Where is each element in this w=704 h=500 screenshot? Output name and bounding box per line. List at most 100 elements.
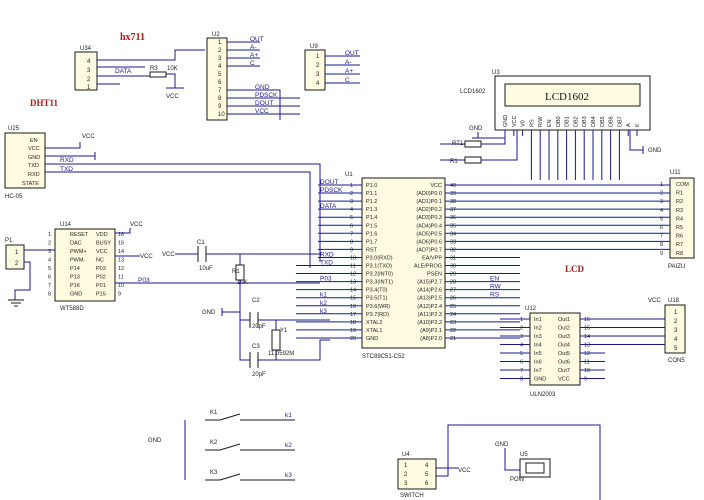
- wt588d-pin-number: 12: [118, 266, 124, 272]
- svg-text:ULN2003: ULN2003: [530, 392, 556, 398]
- con5-pin-number: 3: [674, 328, 678, 334]
- uln2003-pin-number: 16: [584, 317, 590, 323]
- uln2003-pin-label: In4: [534, 343, 542, 349]
- wt588d-pin-number: 7: [48, 283, 51, 289]
- mcu-pin-number: 3: [350, 199, 353, 205]
- con5-pin-number: 5: [674, 346, 678, 352]
- wt588d-pin-number: 5: [48, 266, 51, 272]
- svg-text:WT588D: WT588D: [60, 306, 84, 312]
- svg-text:VCC: VCC: [140, 254, 153, 260]
- svg-text:VCC: VCC: [82, 134, 95, 140]
- uln2003-pin-number: 5: [520, 351, 523, 357]
- paizu-pin-number: 3: [660, 199, 663, 205]
- wt588d-pin-label: P01: [96, 283, 106, 289]
- u2-pin-number: 6: [218, 80, 222, 86]
- p1-connector: P1 1 2: [5, 238, 55, 307]
- mcu-pin-label: P3.2(INT0): [366, 272, 393, 278]
- svg-text:5: 5: [425, 472, 429, 478]
- mcu-pin-label: P1.6: [366, 231, 377, 237]
- mcu-pin-number: 31: [450, 255, 456, 261]
- svg-text:RXD: RXD: [60, 157, 74, 164]
- svg-text:U3: U3: [492, 70, 500, 76]
- mcu-pin-label: EA/VPP: [422, 255, 442, 261]
- paizu-pin-number: 7: [660, 234, 663, 240]
- uln2003-pin-label: Out7: [558, 368, 570, 374]
- mcu-pin-label: XTAL2: [366, 320, 382, 326]
- wt588d-pin-number: 4: [48, 258, 51, 264]
- uln2003-pin-label: Out5: [558, 351, 570, 357]
- uln2003-pin-number: 9: [584, 377, 587, 383]
- svg-text:A+: A+: [345, 68, 353, 75]
- mcu-pin-label: P3.1(TXD): [366, 264, 392, 270]
- mcu-pin-number: 15: [350, 296, 356, 302]
- wt588d-pin-label: GND: [70, 292, 82, 298]
- key-ref-label: K2: [210, 440, 218, 446]
- u2-pin-number: 9: [218, 104, 222, 110]
- wt588d-pin-label: BUSY: [96, 241, 111, 247]
- svg-text:3: 3: [316, 72, 320, 78]
- svg-text:U9: U9: [310, 44, 318, 50]
- svg-text:10K: 10K: [237, 280, 248, 286]
- mcu-pin-label: P1.1: [366, 191, 377, 197]
- lcd-pin-label: A: [626, 123, 632, 127]
- mcu-pin-number: 14: [350, 288, 356, 294]
- svg-text:2: 2: [15, 261, 19, 267]
- svg-text:U2: U2: [212, 32, 220, 38]
- uln2003-pin-label: Out1: [558, 317, 570, 323]
- wt588d-pin-number: 11: [118, 275, 124, 281]
- key-net-label: k2: [285, 442, 292, 449]
- wt588d-pin-number: 9: [118, 292, 121, 298]
- u2-pin-number: 3: [218, 56, 222, 62]
- mcu-pin-number: 39: [450, 191, 456, 197]
- svg-text:U12: U12: [525, 306, 537, 312]
- mcu-pin-number: 23: [450, 320, 456, 326]
- paizu-pin-label: R3: [676, 208, 683, 214]
- svg-text:R3: R3: [150, 66, 158, 72]
- u2-pin-number: 1: [218, 40, 222, 46]
- wt588d-pin-number: 10: [118, 283, 124, 289]
- svg-text:4: 4: [87, 59, 91, 65]
- wt588d-pin-label: PWM+: [70, 249, 87, 255]
- paizu-pin-number: 1: [660, 182, 663, 188]
- svg-text:C2: C2: [252, 298, 260, 304]
- mcu-pin-label: P1.5: [366, 223, 377, 229]
- mcu-pin-label: (A13)P2.5: [417, 296, 442, 302]
- svg-text:U11: U11: [670, 170, 681, 176]
- svg-text:C: C: [250, 60, 255, 67]
- svg-text:3: 3: [87, 68, 91, 74]
- u34-connector: U34 4 3 2 1 DATA R3 10K VCC: [74, 46, 205, 100]
- key-switch-symbol: [205, 473, 295, 481]
- u9-header: U9 1 2 3 4 OUT A- A+ C: [304, 44, 360, 91]
- wt588d-pin-label: RESET: [70, 232, 89, 238]
- mcu-pin-number: 2: [350, 191, 353, 197]
- mcu-stc89c51: U1 P1.01DOUTP1.12PDSCKP1.23P1.34DATAP1.4…: [296, 172, 670, 360]
- wt588d-pin-number: 6: [48, 275, 51, 281]
- wt588d-pin-label: P14: [70, 266, 80, 272]
- svg-text:STATE: STATE: [22, 181, 39, 187]
- uln2003-pin-number: 11: [584, 360, 590, 366]
- uln2003-pin-number: 14: [584, 334, 590, 340]
- mcu-pin-label: (A8)P2.0: [420, 336, 442, 342]
- mcu-pin-label: GND: [366, 336, 378, 342]
- wt588d-pin-label: P02: [96, 275, 106, 281]
- mcu-pin-number: 1: [350, 183, 353, 189]
- mcu-pin-number: 27: [450, 288, 456, 294]
- mcu-pin-label: P3.3(INT1): [366, 280, 393, 286]
- svg-text:R1: R1: [232, 269, 240, 275]
- mcu-net-label: EN: [490, 276, 499, 283]
- lcd-pin-label: DB0: [556, 116, 562, 127]
- mcu-pin-label: PSEN: [427, 272, 442, 278]
- mcu-pin-number: 9: [350, 247, 353, 253]
- svg-text:1: 1: [15, 250, 19, 256]
- svg-text:SWITCH: SWITCH: [400, 493, 424, 499]
- svg-text:2: 2: [87, 77, 91, 83]
- svg-text:STC89C51-C52: STC89C51-C52: [362, 354, 405, 360]
- uln2003-pin-label: GND: [534, 377, 546, 383]
- uln2003-pin-label: VCC: [558, 377, 570, 383]
- svg-text:GND: GND: [495, 442, 509, 448]
- mcu-pin-number: 40: [450, 183, 456, 189]
- con5-pin-number: 1: [674, 310, 678, 316]
- mcu-pin-label: P3.6(WR): [366, 304, 390, 310]
- uln2003-pin-label: In5: [534, 351, 542, 357]
